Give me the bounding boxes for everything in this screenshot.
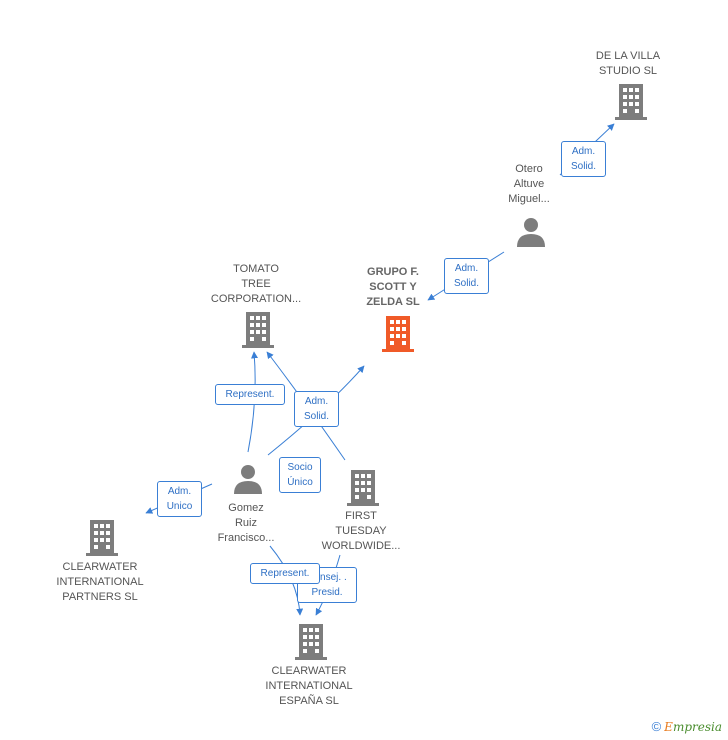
footer-brand[interactable]: ©Empresia — [652, 719, 722, 734]
edge-label-gomez-partners[interactable]: Adm. Unico — [157, 481, 202, 517]
node-label-tomato-tree[interactable]: TOMATO TREE CORPORATION... — [210, 263, 302, 305]
building-icon-focus[interactable] — [382, 316, 414, 352]
building-icon[interactable] — [615, 84, 647, 120]
node-label-grupo-f-scott[interactable]: GRUPO F. SCOTT Y ZELDA SL — [366, 266, 420, 308]
building-icon[interactable] — [86, 520, 118, 556]
brand-logo: Empresia — [664, 720, 722, 734]
node-label-clearwater-partners[interactable]: CLEARWATER INTERNATIONAL PARTNERS SL — [56, 561, 144, 603]
building-icon[interactable] — [295, 624, 327, 660]
edge-label-gomez-espana[interactable]: Represent. — [250, 563, 320, 584]
node-label-first-tuesday[interactable]: FIRST TUESDAY WORLDWIDE... — [321, 510, 401, 552]
edge-label-first-tomato[interactable]: Socio Único — [279, 457, 321, 493]
edge-label-otero-delavilla[interactable]: Adm. Solid. — [561, 141, 606, 177]
node-label-otero[interactable]: Otero Altuve Miguel... — [508, 163, 550, 205]
person-icon[interactable] — [516, 217, 546, 247]
node-label-gomez-ruiz[interactable]: Gomez Ruiz Francisco... — [217, 502, 275, 544]
node-label-de-la-villa[interactable]: DE LA VILLA STUDIO SL — [595, 50, 661, 77]
edge-label-gomez-tomato[interactable]: Represent. — [215, 384, 285, 405]
building-icon[interactable] — [347, 470, 379, 506]
person-icon[interactable] — [233, 464, 263, 494]
node-label-clearwater-espana[interactable]: CLEARWATER INTERNATIONAL ESPAÑA SL — [265, 665, 353, 707]
copyright-symbol: © — [651, 719, 662, 734]
edge-label-gomez-grupo[interactable]: Adm. Solid. — [294, 391, 339, 427]
edge-label-otero-grupo[interactable]: Adm. Solid. — [444, 258, 489, 294]
building-icon[interactable] — [242, 312, 274, 348]
